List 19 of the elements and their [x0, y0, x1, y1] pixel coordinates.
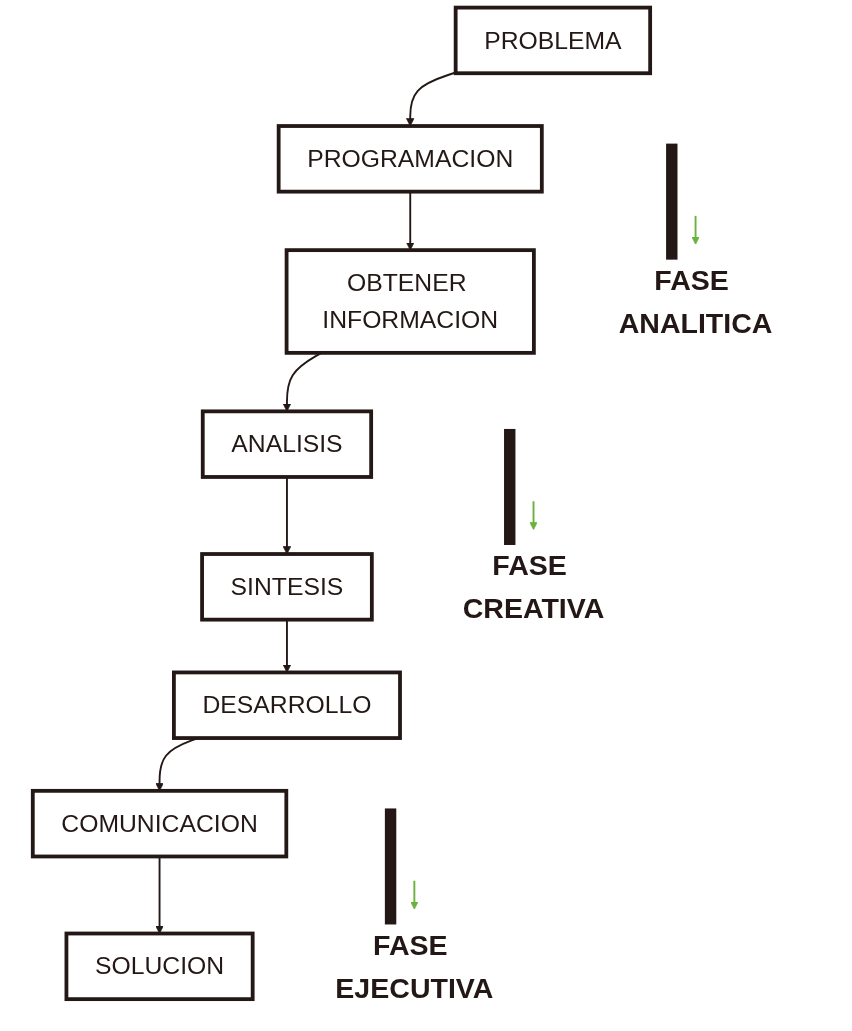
- arrow: [282, 476, 292, 555]
- node-text: FASE CREATIVA: [462, 549, 605, 624]
- arrow: [410, 879, 419, 910]
- node-bar: [384, 808, 397, 925]
- node-bar: [666, 143, 678, 260]
- node-box: PROGRAMACION: [276, 124, 544, 194]
- node-box: COMUNICACION: [30, 788, 289, 859]
- node-text: FASE ANALITICA: [618, 264, 773, 339]
- arrow: [529, 500, 538, 531]
- node-box: SOLUCION: [64, 931, 255, 1002]
- arrow: [691, 214, 700, 245]
- node-box: SINTESIS: [200, 552, 374, 622]
- node-bar: [504, 428, 516, 545]
- node-box: ANALISIS: [200, 409, 374, 479]
- node-box: PROBLEMA: [453, 5, 653, 76]
- node-box: DESARROLLO: [172, 670, 402, 740]
- arrow: [406, 71, 457, 127]
- node-box: OBTENER INFORMACION: [284, 248, 536, 355]
- node-text: FASE EJECUTIVA: [335, 929, 494, 1004]
